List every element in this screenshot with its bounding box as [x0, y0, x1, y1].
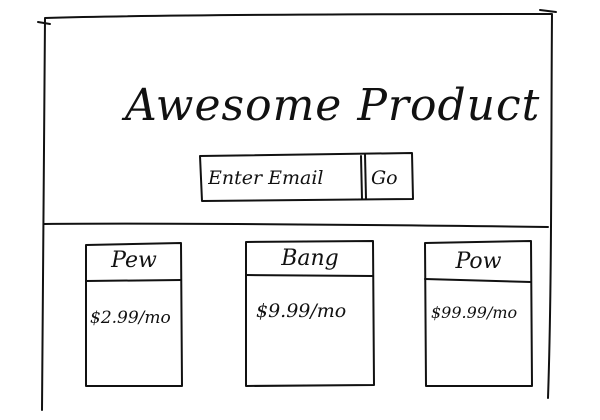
- plan-price: $99.99/mo: [431, 303, 518, 322]
- plan-name: Pow: [455, 249, 502, 274]
- plan-price: $2.99/mo: [90, 308, 171, 328]
- plan-name: Bang: [281, 246, 339, 271]
- email-field[interactable]: [202, 157, 363, 198]
- email-go-separator-2: [364, 153, 367, 200]
- go-button[interactable]: Go: [365, 155, 410, 200]
- plan-card-outline-bang: [245, 240, 375, 387]
- email-field-outline: [199, 152, 414, 202]
- plan-card-bang[interactable]: Bang $9.99/mo: [246, 242, 374, 386]
- plan-card-pow[interactable]: Pow $99.99/mo: [425, 243, 532, 386]
- plan-card-divider-bang: [245, 274, 374, 277]
- plan-card-divider-pow: [424, 278, 532, 283]
- hero-divider: [43, 222, 549, 228]
- page-title: Awesome Product: [125, 80, 541, 131]
- plan-card-pew[interactable]: Pew $2.99/mo: [86, 245, 182, 386]
- frame-corner-left: [37, 21, 51, 25]
- plan-price: $9.99/mo: [256, 300, 347, 322]
- frame-corner-right: [539, 9, 557, 13]
- plan-card-divider-pew: [85, 279, 182, 282]
- plan-name: Pew: [111, 248, 157, 273]
- plan-card-outline-pow: [424, 240, 533, 387]
- plan-card-outline-pew: [85, 242, 183, 387]
